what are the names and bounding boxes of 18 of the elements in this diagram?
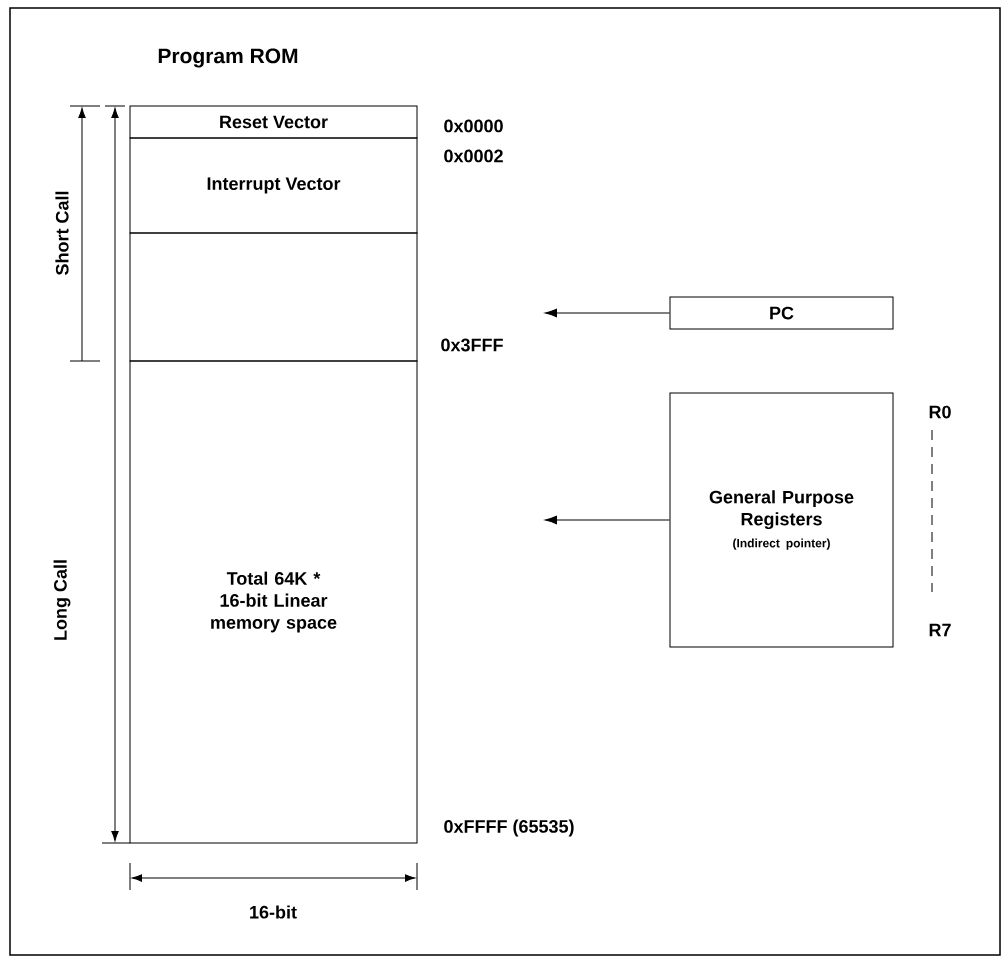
register-label: R7 <box>929 623 951 637</box>
memory-region: Interrupt Vector <box>129 137 418 234</box>
register-box: General Purpose Registers (Indirect pointer) <box>669 392 894 648</box>
address-label: 0x3FFF <box>441 338 503 352</box>
register-box: PC <box>669 296 894 330</box>
address-label: 0x0000 <box>444 119 503 133</box>
memory-region: Total 64K * 16-bit Linear memory space <box>129 360 418 844</box>
diagram-title: Program ROM <box>158 48 298 68</box>
arrow <box>544 308 670 318</box>
register-label: R0 <box>929 405 951 419</box>
axis-label: Long Call <box>53 560 71 640</box>
memory-region <box>129 232 418 362</box>
memory-region: Reset Vector <box>129 105 418 139</box>
dimension-label: 16-bit <box>250 905 297 919</box>
arrow <box>544 515 670 525</box>
address-label: 0x0002 <box>444 149 503 163</box>
axis-label: Short Call <box>55 191 69 275</box>
address-label: 0xFFFF (65535) <box>444 819 574 837</box>
